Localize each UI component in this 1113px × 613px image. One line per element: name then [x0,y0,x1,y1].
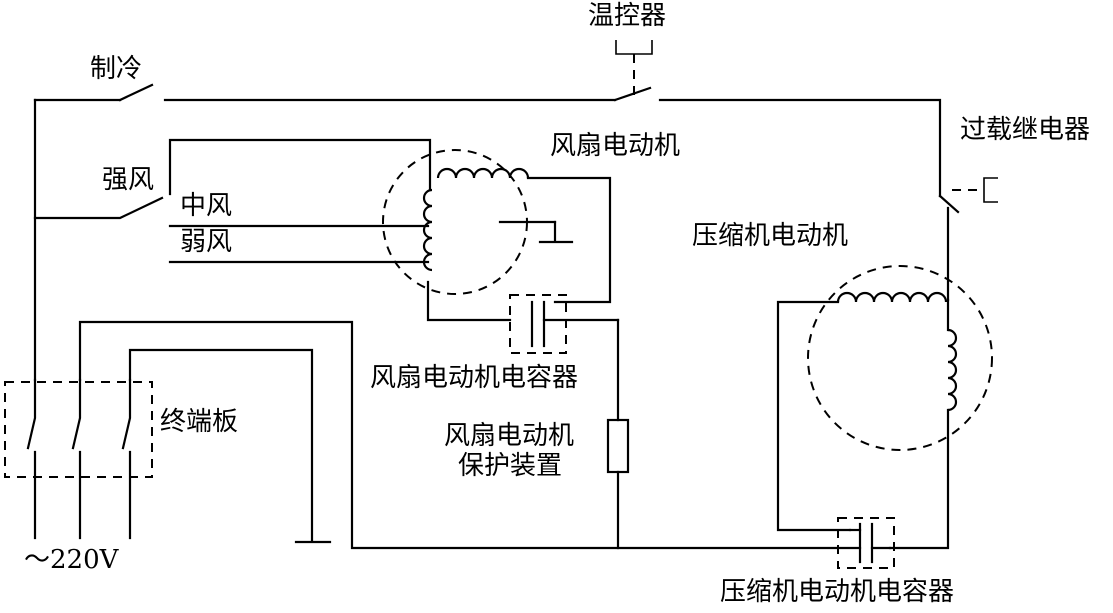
label-low-speed: 弱风 [180,227,233,257]
fan-protector [606,318,630,550]
fan-motor [382,149,612,304]
label-fan-protector-line2: 保护装置 [458,451,563,481]
label-cooling-switch: 制冷 [90,54,143,84]
fan-speed-wires [168,138,512,322]
label-high-speed: 强风 [102,165,155,195]
thermostat-actuator [615,40,653,96]
compressor-motor [776,265,993,550]
label-overload-relay: 过载继电器 [960,115,1091,145]
ground-wire [128,348,332,544]
label-fan-motor-capacitor: 风扇电动机电容器 [370,363,579,393]
overload-relay-actuator [952,177,998,203]
label-compressor-capacitor: 压缩机电动机电容器 [720,577,955,607]
label-supply-voltage: ～220V [24,545,119,575]
return-wire [78,320,862,550]
main-supply-line [33,83,960,302]
label-fan-motor: 风扇电动机 [550,131,681,161]
label-medium-speed: 中风 [180,191,233,221]
terminal-board [4,378,153,540]
label-compressor-motor: 压缩机电动机 [692,221,849,251]
compressor-capacitor [837,517,895,569]
label-thermostat: 温控器 [588,1,667,31]
fan-switch-feed [33,196,164,220]
fan-motor-capacitor [509,294,620,354]
label-fan-protector-line1: 风扇电动机 [444,421,575,451]
label-terminal-board: 终端板 [160,407,239,437]
